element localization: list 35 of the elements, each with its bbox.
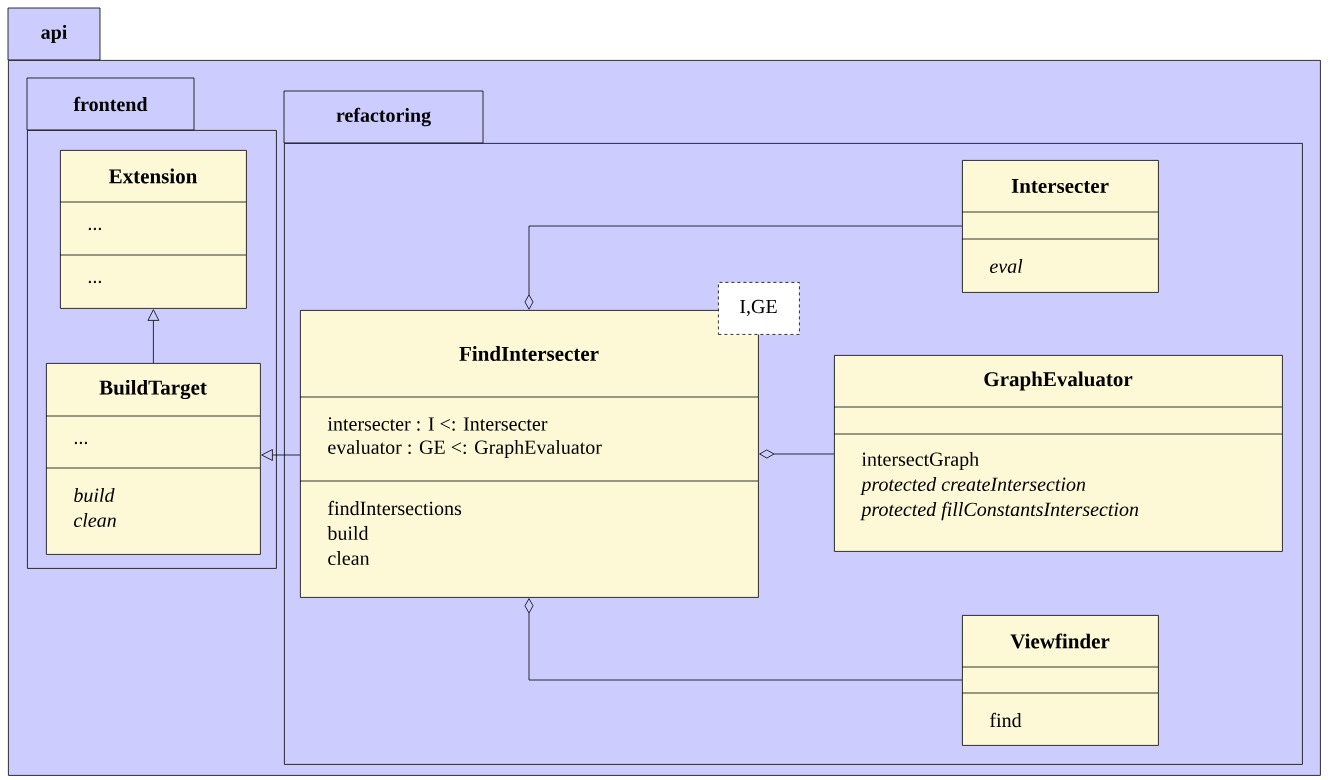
template-parameter-box: I,GE: [718, 282, 800, 335]
class-box: [59, 150, 247, 309]
method-text: clean: [328, 550, 370, 566]
class-name: Viewfinder: [1010, 633, 1110, 649]
class-box: [833, 355, 1283, 552]
class-box: [961, 160, 1159, 293]
aggregation-line: [759, 449, 835, 459]
generalization-arrow: [261, 449, 301, 461]
node-label: refactoring: [336, 107, 431, 127]
aggregation-line: [524, 225, 963, 310]
method-text: intersectGraph: [861, 451, 979, 471]
method-text: eval: [990, 258, 1023, 274]
class-name: Extension: [109, 168, 197, 184]
node-label: frontend: [73, 96, 148, 112]
class-name: FindIntersecter: [459, 346, 599, 361]
class-box: [45, 363, 261, 555]
attribute-text: intersecter : I <: Intersecter: [327, 417, 548, 431]
attribute-text: evaluator : GE <: GraphEvaluator: [328, 439, 602, 459]
generalization-arrow: [147, 309, 160, 364]
method-text: clean: [74, 512, 116, 528]
method-text: protected fillConstantsIntersection: [860, 501, 1139, 521]
method-text: protected createIntersection: [860, 476, 1086, 496]
class-name: Intersecter: [1011, 179, 1109, 193]
method-text: ...: [88, 280, 102, 284]
class-name: GraphEvaluator: [984, 371, 1133, 391]
attribute-text: ...: [74, 441, 88, 445]
class-box: [961, 615, 1159, 746]
method-text: findIntersections: [328, 500, 462, 516]
method-text: find: [990, 712, 1022, 728]
node-label: api: [41, 24, 68, 44]
method-text: build: [327, 525, 369, 541]
aggregation-line: [524, 598, 963, 681]
class-name: BuildTarget: [99, 379, 207, 400]
method-text: build: [74, 487, 115, 503]
attribute-text: ...: [88, 227, 102, 231]
